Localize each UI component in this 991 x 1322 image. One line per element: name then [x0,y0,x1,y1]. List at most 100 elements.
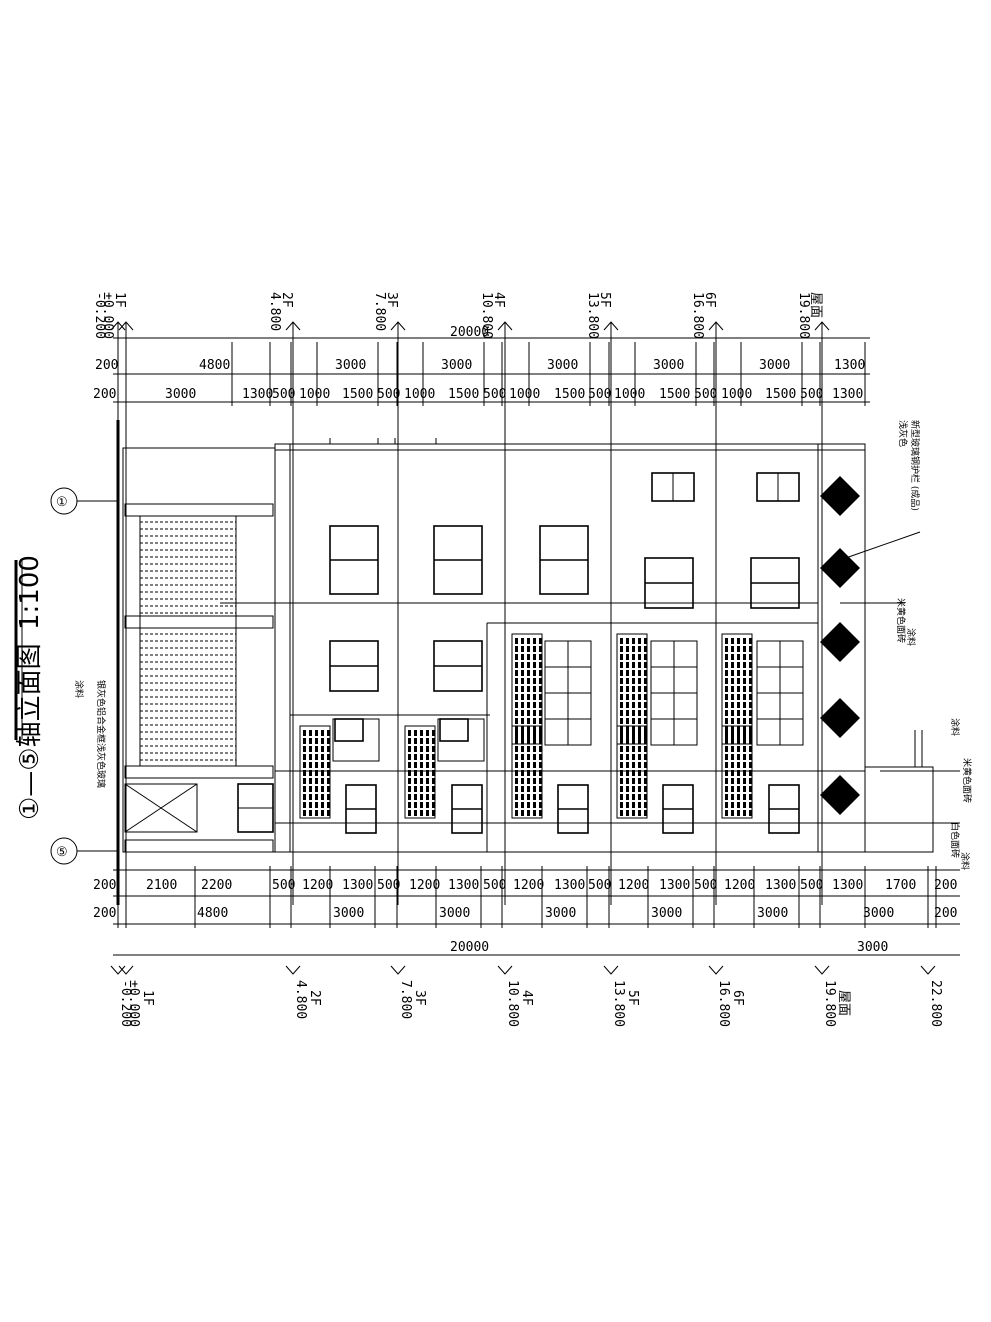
baluster [539,694,542,700]
baluster [644,810,647,816]
title-text: ①—⑤轴立面图 [15,643,45,820]
diamond-ornament [820,476,860,516]
baluster [515,726,518,732]
baluster [644,710,647,716]
baluster [327,802,330,808]
material-notes: 新型玻璃钢护栏 (成品) 浅灰色 米黄色面砖 涂料 涂料 米黄色面砖 白色面砖 … [73,420,973,870]
baluster [533,702,536,708]
baluster [432,754,435,760]
baluster [725,710,728,716]
level-floor-bottom: 3F [412,990,427,1006]
baluster [743,730,746,736]
baluster [414,810,417,816]
baluster [749,738,752,744]
baluster [638,734,641,740]
baluster [303,786,306,792]
baluster [408,730,411,736]
baluster [521,810,524,816]
baluster [644,718,647,724]
dim-top-row2: 1000 [404,387,435,402]
axis-bubble-bottom: ⑤ [50,837,118,865]
baluster [420,770,423,776]
baluster [426,730,429,736]
baluster [527,746,530,752]
dim-bottom-row1: 1200 [724,878,755,893]
level-floor-top: 3F [384,292,399,308]
baluster [303,778,306,784]
baluster [731,738,734,744]
note-roof-a: 新型玻璃钢护栏 (成品) [909,420,921,511]
baluster [533,770,536,776]
baluster [632,762,635,768]
baluster [408,738,411,744]
baluster [408,762,411,768]
baluster [539,646,542,652]
bottom-total-dim-b: 3000 [857,940,888,955]
baluster [303,794,306,800]
baluster [626,734,629,740]
baluster [620,810,623,816]
baluster [632,638,635,644]
baluster [632,802,635,808]
baluster [731,746,734,752]
dim-top-row1: 3000 [653,358,684,373]
dim-top-row1: 3000 [335,358,366,373]
dim-bottom-row1: 1200 [302,878,333,893]
baluster [638,738,641,744]
baluster [315,794,318,800]
baluster [620,646,623,652]
baluster [731,810,734,816]
baluster [420,794,423,800]
baluster [420,738,423,744]
baluster [632,810,635,816]
baluster [521,670,524,676]
baluster [521,662,524,668]
level-elev-bottom: -0.200 [118,980,133,1027]
dim-top-row2: 1500 [659,387,690,402]
baluster [414,738,417,744]
baluster [521,646,524,652]
baluster [539,762,542,768]
baluster [533,694,536,700]
dim-top-row2: 500 [588,387,611,402]
baluster [533,738,536,744]
baluster [309,786,312,792]
baluster [432,802,435,808]
baluster [432,762,435,768]
baluster [743,810,746,816]
baluster [315,802,318,808]
baluster [521,654,524,660]
baluster [638,654,641,660]
dim-bottom-row2: 3000 [333,906,364,921]
dim-top-row2: 1000 [509,387,540,402]
baluster [632,710,635,716]
baluster [414,778,417,784]
baluster [515,694,518,700]
baluster [521,738,524,744]
baluster [644,786,647,792]
baluster [626,770,629,776]
baluster [626,778,629,784]
baluster [620,802,623,808]
note-parapet-b: 涂料 [949,718,961,736]
baluster [432,738,435,744]
baluster [303,738,306,744]
baluster [414,794,417,800]
baluster [626,710,629,716]
baluster [527,778,530,784]
baluster [432,786,435,792]
baluster [626,638,629,644]
baluster [644,646,647,652]
baluster [725,718,728,724]
baluster [515,738,518,744]
baluster [527,718,530,724]
baluster [743,686,746,692]
baluster [626,670,629,676]
baluster [533,730,536,736]
level-elev-bottom: 4.800 [293,980,308,1019]
baluster [638,770,641,776]
baluster [533,646,536,652]
baluster [725,694,728,700]
baluster [737,702,740,708]
baluster [749,662,752,668]
